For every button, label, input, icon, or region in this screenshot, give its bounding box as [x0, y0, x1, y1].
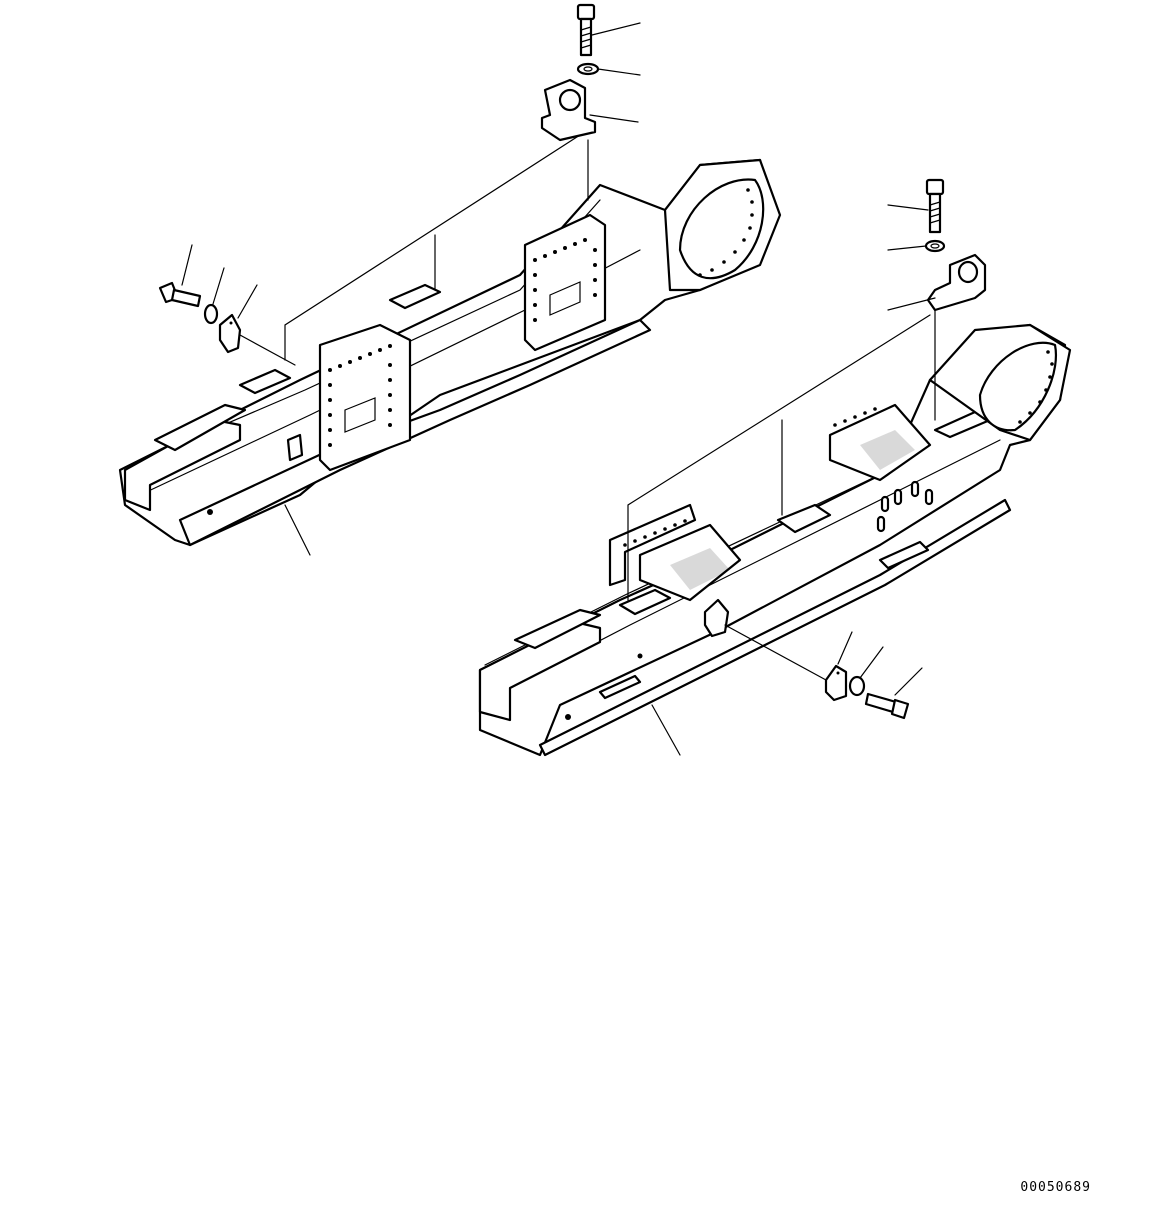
- side-washer-icon: [203, 303, 219, 325]
- left-side-hardware: [158, 244, 296, 366]
- right-side-hardware: [724, 624, 923, 720]
- side-bolt-icon: [158, 281, 202, 308]
- rear-ring-bolt-holes: [698, 188, 754, 277]
- right-bolt-icon: [925, 178, 945, 234]
- left-track-frame: [118, 158, 782, 547]
- right-cap-bracket-icon: [926, 253, 987, 312]
- bolt-icon: [576, 3, 596, 57]
- left-bracket-bolt-holes: [328, 344, 392, 447]
- right-lock-plate-icon: [824, 664, 848, 702]
- right-frame-leader: [651, 704, 681, 756]
- right-washer-icon: [924, 239, 946, 253]
- right-track-frame: [478, 323, 1072, 757]
- lock-plate-icon: [218, 313, 242, 354]
- drawing-number: 00050689: [1020, 1180, 1091, 1195]
- cap-bracket-icon: [540, 78, 597, 142]
- left-frame-leader: [284, 504, 311, 556]
- right-rear-bracket-holes: [833, 407, 877, 427]
- right-ring-bolt-holes: [1018, 350, 1054, 424]
- washer-icon: [576, 62, 600, 76]
- right-side-bolt-icon: [864, 692, 910, 720]
- right-side-washer-icon: [848, 675, 866, 697]
- right-top-hardware: [627, 178, 987, 601]
- left-top-hardware: [284, 3, 641, 361]
- middle-bracket-bolt-holes: [533, 238, 597, 322]
- right-front-bracket-holes: [623, 519, 687, 547]
